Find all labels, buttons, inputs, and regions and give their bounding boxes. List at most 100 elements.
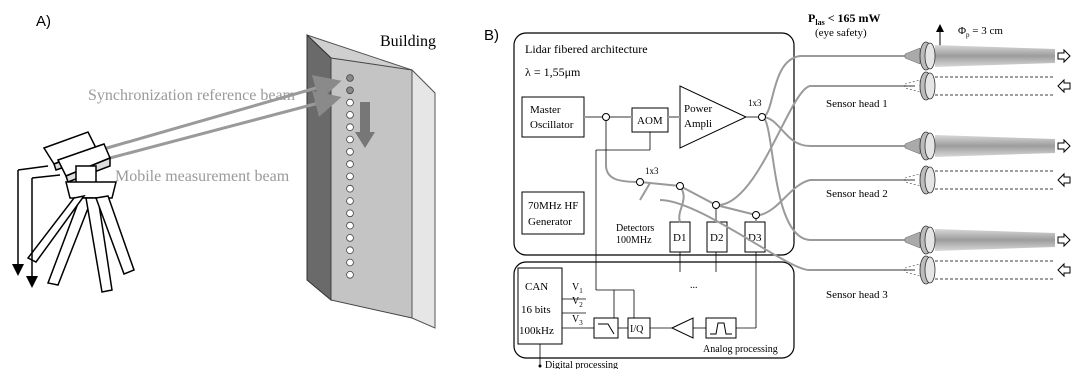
outgoing-beam — [935, 229, 1055, 251]
lens — [924, 256, 936, 284]
eye-safety: (eye safety) — [815, 27, 867, 39]
building-window — [346, 184, 354, 193]
v3-label: V3 — [572, 314, 583, 327]
sensor-heads — [904, 41, 1071, 285]
phi-main: Φ — [958, 25, 966, 37]
analog-amplifier — [670, 317, 694, 339]
building — [306, 33, 436, 329]
v2-label: V2 — [572, 296, 583, 309]
power-limit: Plas < 165 mW — [808, 11, 881, 27]
fiber-taper — [904, 79, 921, 93]
fiber-taper — [904, 173, 921, 187]
bandpass-filter — [705, 317, 737, 339]
return-arrow-icon — [1057, 172, 1071, 188]
mobile-beam — [109, 90, 342, 160]
building-window — [346, 160, 354, 168]
detectors-line2: 100MHz — [616, 235, 652, 246]
return-arrow-icon — [1057, 78, 1071, 94]
phi-sub: p — [966, 31, 970, 39]
master-oscillator-line1: Master — [530, 104, 561, 116]
phi-rest: = 3 cm — [970, 25, 1004, 37]
digital-processing-label: Digital processing — [545, 360, 618, 369]
can-label: CAN — [525, 281, 548, 293]
master-oscillator-line2: Oscillator — [530, 119, 574, 131]
building-window — [346, 135, 354, 144]
v2-main: V — [572, 296, 580, 307]
analog-processing-label: Analog processing — [703, 344, 778, 355]
fiber-junctions — [602, 113, 766, 219]
building-window — [346, 258, 354, 267]
power-ampli-line1: Power — [684, 103, 712, 115]
khz-label: 100kHz — [519, 325, 554, 337]
building-window — [346, 172, 354, 181]
beam-diameter: Φp = 3 cm — [958, 25, 1003, 39]
splitter-1x3-mid: 1x3 — [645, 166, 659, 176]
building-window — [346, 123, 354, 131]
v1-sub: 1 — [579, 287, 583, 295]
v3-main: V — [572, 314, 580, 325]
building-window — [346, 221, 354, 230]
power-amplifier — [679, 85, 748, 149]
hf-generator-line1: 70MHz HF — [528, 200, 578, 212]
master-oscillator-box — [521, 96, 585, 138]
detectors-line1: Detectors — [616, 223, 654, 234]
lens — [924, 166, 936, 194]
building-window — [346, 270, 354, 279]
building-label: Building — [380, 33, 436, 50]
v2-sub: 2 — [579, 301, 583, 309]
sensor-head-1-label: Sensor head 1 — [826, 98, 888, 110]
building-window — [346, 234, 354, 242]
mobile-beam-label: Mobile measurement beam — [115, 168, 290, 185]
splitter-1x3-top: 1x3 — [748, 98, 762, 108]
panel-b-label: B) — [484, 27, 499, 44]
building-window — [346, 209, 354, 218]
building-window — [346, 111, 354, 119]
tripod-sensor — [12, 131, 135, 293]
adc-box — [517, 267, 563, 345]
wavelength: λ = 1,55μm — [525, 65, 581, 79]
panel-a-label: A) — [36, 13, 51, 30]
building-window — [346, 98, 354, 107]
power-ampli-line2: Ampli — [684, 118, 712, 130]
lens — [924, 226, 936, 254]
fiber-taper — [904, 137, 921, 155]
fiber-lines — [584, 55, 915, 272]
outgoing-arrow-icon — [1057, 48, 1071, 64]
sync-beam — [99, 75, 342, 152]
detector-d1-label: D1 — [673, 232, 686, 244]
outgoing-arrow-icon — [1057, 232, 1071, 248]
sensor-head-2-label: Sensor head 2 — [826, 188, 888, 200]
detector-d2-label: D2 — [710, 232, 723, 244]
hf-generator-line2: Generator — [528, 216, 572, 228]
sensor-head-3-label: Sensor head 3 — [826, 289, 888, 301]
outgoing-arrow-icon — [1057, 138, 1071, 154]
fiber-taper — [904, 47, 921, 65]
v1-label: V1 — [572, 282, 583, 295]
building-window — [346, 148, 354, 156]
iq-demodulator — [627, 317, 651, 339]
signal-lines — [539, 132, 757, 366]
ellipsis: ... — [690, 280, 698, 291]
v3-sub: 3 — [579, 319, 583, 327]
outgoing-beam — [935, 135, 1055, 157]
v1-main: V — [572, 282, 580, 293]
power-rest: < 165 mW — [825, 11, 881, 25]
fiber-taper — [904, 263, 921, 277]
architecture-title: Lidar fibered architecture — [525, 42, 648, 56]
lowpass-filter — [593, 317, 619, 339]
lidar-architecture-box — [513, 32, 795, 256]
sync-beam-label: Synchronization reference beam — [88, 87, 296, 104]
outgoing-beam — [935, 45, 1055, 67]
building-windows — [346, 74, 354, 279]
building-window — [346, 246, 354, 255]
power-sub: las — [815, 18, 824, 27]
aom-label: AOM — [637, 115, 663, 127]
return-arrow-icon — [1057, 262, 1071, 278]
iq-label: I/Q — [630, 324, 644, 335]
hf-generator-box — [521, 191, 585, 235]
lens — [924, 132, 936, 160]
lens — [924, 42, 936, 70]
power-main: P — [808, 11, 815, 25]
